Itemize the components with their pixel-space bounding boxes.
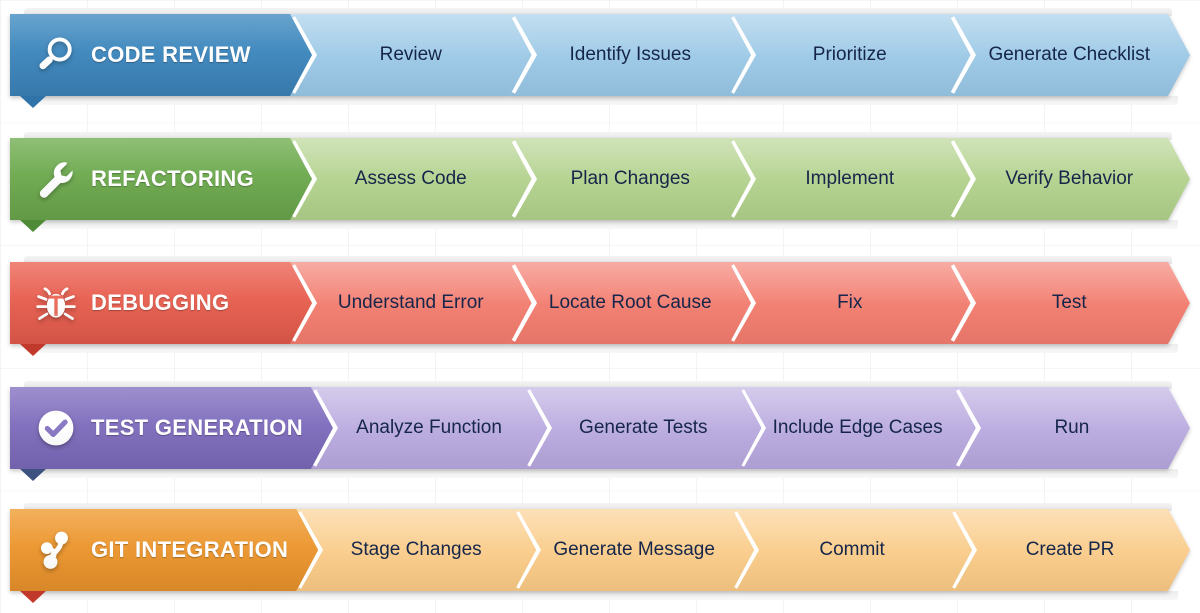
step-label: Generate Tests (579, 417, 708, 438)
row-lip-top (24, 503, 1172, 511)
step-label: Generate Checklist (988, 44, 1151, 65)
step-label: Plan Changes (570, 168, 690, 189)
step-debugging-1[interactable]: Locate Root Cause (510, 262, 752, 344)
step-git-integration-0[interactable]: Stage Changes (296, 509, 536, 591)
row-lip-bottom (40, 469, 1178, 478)
row-header-git-integration[interactable]: GIT INTEGRATION (10, 509, 318, 591)
wrench-icon (34, 157, 78, 201)
step-label: Understand Error (337, 292, 484, 313)
step-label: Identify Issues (569, 44, 691, 65)
step-debugging-0[interactable]: Understand Error (290, 262, 532, 344)
row-lip-top (24, 8, 1172, 16)
step-label: Prioritize (812, 44, 887, 65)
row-title: CODE REVIEW (91, 42, 251, 67)
step-label: Generate Message (553, 539, 715, 560)
step-label: Test (1051, 292, 1087, 313)
row-lip-bottom (40, 591, 1178, 600)
step-label: Fix (837, 292, 863, 313)
step-label: Include Edge Cases (772, 417, 943, 438)
step-test-generation-2[interactable]: Include Edge Cases (739, 387, 975, 469)
row-lip-bottom (40, 96, 1178, 105)
row-header-refactoring[interactable]: REFACTORING (10, 138, 312, 220)
magnifier-icon (34, 33, 78, 77)
step-label: Commit (819, 539, 885, 560)
row-title: TEST GENERATION (91, 415, 303, 440)
step-label: Review (379, 44, 442, 65)
row-header-test-generation[interactable]: TEST GENERATION (10, 387, 333, 469)
step-test-generation-1[interactable]: Generate Tests (525, 387, 761, 469)
step-refactoring-1[interactable]: Plan Changes (510, 138, 752, 220)
step-label: Locate Root Cause (548, 292, 712, 313)
row-lip-bottom (40, 220, 1178, 229)
check-circle-icon (34, 406, 78, 450)
step-label: Stage Changes (350, 539, 482, 560)
flow-row-test-generation: TEST GENERATION Analyze Function Generate … (10, 381, 1190, 481)
step-git-integration-1[interactable]: Generate Message (514, 509, 754, 591)
row-lip-top (24, 381, 1172, 389)
row-body: REFACTORING Assess Code Plan Changes Implem… (10, 138, 1190, 220)
flow-row-code-review: CODE REVIEW Review Identify Issues Prioriti… (10, 8, 1190, 108)
row-header-debugging[interactable]: DEBUGGING (10, 262, 312, 344)
step-code-review-0[interactable]: Review (290, 14, 532, 96)
step-code-review-3[interactable]: Generate Checklist (949, 14, 1191, 96)
row-title: DEBUGGING (91, 290, 230, 315)
step-code-review-1[interactable]: Identify Issues (510, 14, 752, 96)
row-lip-top (24, 132, 1172, 140)
bug-icon (34, 281, 78, 325)
row-body: DEBUGGING Understand Error Locate Root Cau… (10, 262, 1190, 344)
step-test-generation-0[interactable]: Analyze Function (311, 387, 547, 469)
step-refactoring-2[interactable]: Implement (729, 138, 971, 220)
step-debugging-3[interactable]: Test (949, 262, 1191, 344)
step-refactoring-3[interactable]: Verify Behavior (949, 138, 1191, 220)
row-title: REFACTORING (91, 166, 255, 191)
row-title: GIT INTEGRATION (91, 537, 289, 562)
step-label: Run (1054, 417, 1090, 438)
flow-row-git-integration: GIT INTEGRATION Stage Changes Generate Mes… (10, 503, 1190, 603)
step-test-generation-3[interactable]: Run (954, 387, 1190, 469)
row-lip-bottom (40, 344, 1178, 353)
step-label: Verify Behavior (1005, 168, 1134, 189)
row-body: CODE REVIEW Review Identify Issues Prioriti… (10, 14, 1190, 96)
step-label: Create PR (1025, 539, 1115, 560)
row-body: TEST GENERATION Analyze Function Generate … (10, 387, 1190, 469)
step-debugging-2[interactable]: Fix (729, 262, 971, 344)
flow-row-debugging: DEBUGGING Understand Error Locate Root Cau… (10, 256, 1190, 356)
step-refactoring-0[interactable]: Assess Code (290, 138, 532, 220)
step-label: Analyze Function (356, 417, 502, 438)
step-label: Assess Code (354, 168, 467, 189)
step-code-review-2[interactable]: Prioritize (729, 14, 971, 96)
flow-row-refactoring: REFACTORING Assess Code Plan Changes Implem… (10, 132, 1190, 232)
git-branch-icon (34, 528, 78, 572)
step-git-integration-2[interactable]: Commit (732, 509, 972, 591)
row-body: GIT INTEGRATION Stage Changes Generate Mes… (10, 509, 1190, 591)
row-lip-top (24, 256, 1172, 264)
step-label: Implement (805, 168, 895, 189)
step-git-integration-3[interactable]: Create PR (950, 509, 1190, 591)
row-header-code-review[interactable]: CODE REVIEW (10, 14, 312, 96)
